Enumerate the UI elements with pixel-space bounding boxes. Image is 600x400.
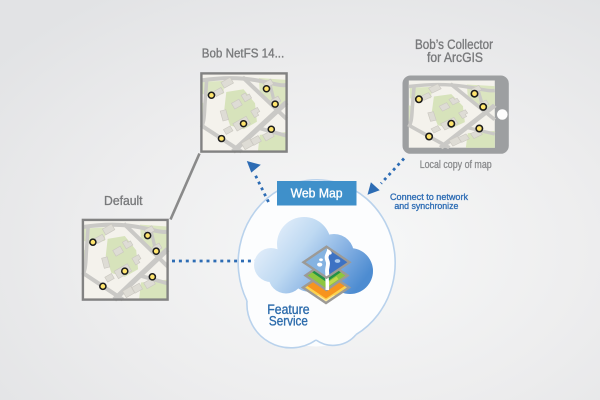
svg-text:Connect to network: Connect to network [390,192,468,202]
svg-text:Feature: Feature [267,302,309,317]
svg-text:Bob NetFS 14...: Bob NetFS 14... [202,46,285,61]
svg-text:and synchronize: and synchronize [394,201,458,211]
svg-text:Web Map: Web Map [291,186,343,201]
svg-text:for ArcGIS: for ArcGIS [427,50,483,65]
svg-text:Local copy of map: Local copy of map [420,159,492,171]
svg-text:Default: Default [104,193,143,208]
svg-text:Bob’s Collector: Bob’s Collector [415,37,493,52]
svg-text:Service: Service [269,314,308,329]
